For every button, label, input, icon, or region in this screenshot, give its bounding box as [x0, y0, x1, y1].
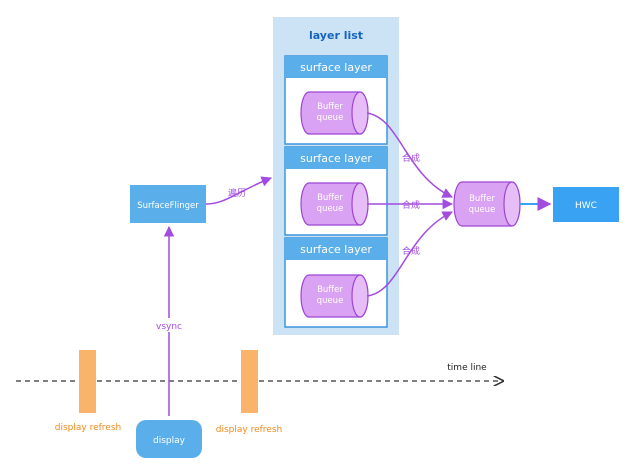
display-node	[136, 420, 202, 458]
merged-buffer-queue: Buffer queue	[453, 181, 521, 227]
display-refresh-label: display refresh	[55, 423, 121, 433]
buffer-queue-label: queue	[317, 204, 344, 214]
compose-arrow-3	[366, 211, 453, 297]
compose-label: 合成	[402, 245, 420, 257]
buffer-queue-cylinder: Buffer queue	[300, 91, 369, 135]
surface-layer-header	[285, 147, 387, 169]
surface-layer-header	[285, 56, 387, 78]
surface-layer-3: surface layer Buffer queue	[284, 237, 388, 328]
surface-layer-title: surface layer	[300, 152, 372, 165]
vsync-label: vsync	[156, 322, 182, 332]
display-refresh-label: display refresh	[216, 425, 282, 435]
surface-layer-title: surface layer	[300, 61, 372, 74]
vsync-label-bg	[154, 318, 184, 332]
display-refresh-bar	[79, 350, 96, 413]
surface-layer-2: surface layer Buffer queue	[284, 146, 388, 236]
buffer-queue-label: Buffer	[317, 285, 343, 295]
timeline-label: time line	[447, 363, 487, 373]
surface-layer-header	[285, 238, 387, 260]
merged-buffer-label: Buffer	[469, 194, 495, 204]
layer-list-title: layer list	[309, 29, 363, 42]
surface-layer-title: surface layer	[300, 243, 372, 256]
buffer-queue-cylinder: Buffer queue	[300, 274, 369, 318]
surfaceflinger-label: SurfaceFlinger	[137, 201, 199, 211]
buffer-queue-label: Buffer	[317, 102, 343, 112]
hwc-node	[553, 187, 619, 222]
merged-buffer-label: queue	[469, 205, 496, 215]
surfaceflinger-node	[130, 185, 206, 223]
compose-label: 合成	[402, 152, 420, 164]
buffer-queue-cylinder: Buffer queue	[300, 182, 369, 226]
display-refresh-bar	[241, 350, 258, 413]
hwc-label: HWC	[575, 201, 597, 211]
traverse-label: 遍历	[228, 187, 246, 199]
traverse-arrow	[205, 176, 272, 205]
buffer-queue-label: Buffer	[317, 193, 343, 203]
surface-layer-1: surface layer Buffer queue	[284, 55, 388, 145]
compose-label: 合成	[402, 199, 420, 211]
display-label: display	[153, 436, 186, 446]
buffer-queue-label: queue	[317, 296, 344, 306]
buffer-queue-label: queue	[317, 113, 344, 123]
compose-arrow-1	[366, 112, 453, 198]
